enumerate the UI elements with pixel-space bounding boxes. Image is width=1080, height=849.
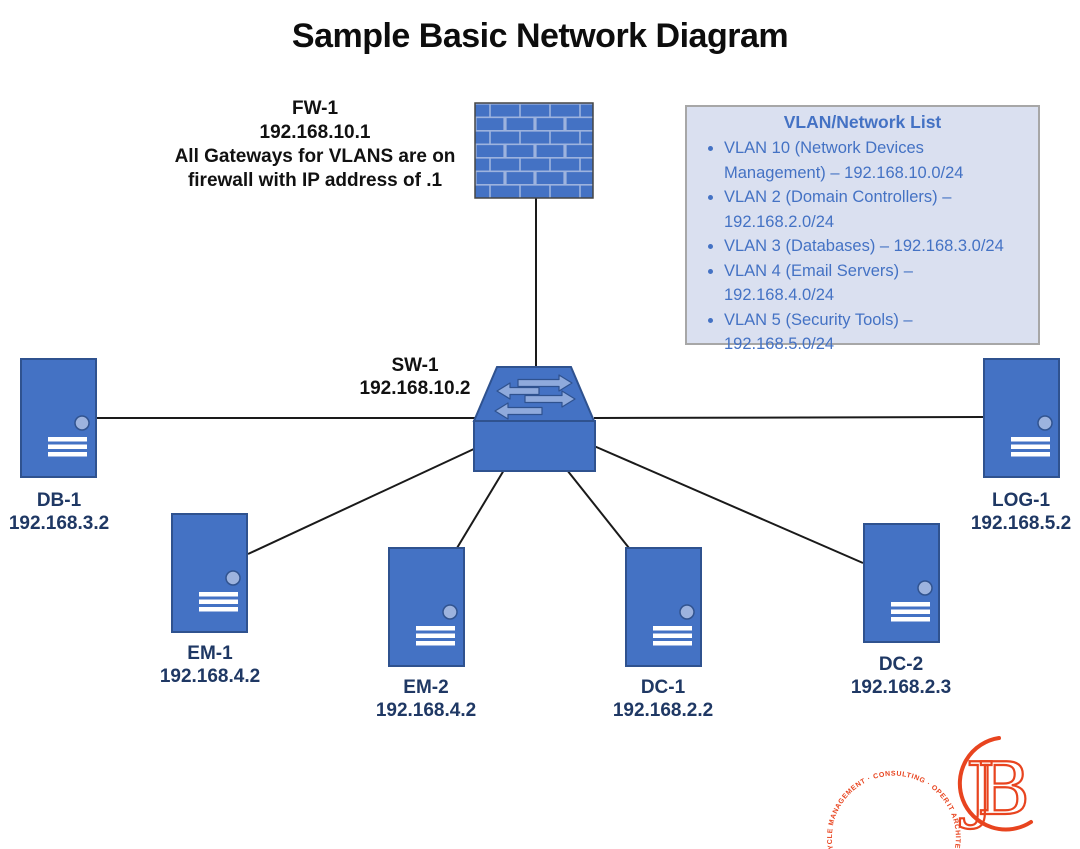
switch-icon [472, 366, 596, 472]
vlan-item: VLAN 5 (Security Tools) – 192.168.5.0/24 [724, 308, 1026, 357]
vlan-item: VLAN 4 (Email Servers) – 192.168.4.0/24 [724, 259, 1026, 308]
server-icon-dc1 [625, 547, 702, 667]
server-name: EM-2 [403, 677, 449, 698]
server-name: EM-1 [187, 643, 233, 664]
server-ip: 192.168.5.2 [970, 513, 1072, 534]
server-label-log1: LOG-1 192.168.5.2 [962, 489, 1080, 535]
network-links [97, 198, 984, 564]
switch-name: SW-1 [391, 355, 439, 376]
switch-label: SW-1 192.168.10.2 [330, 354, 500, 400]
diagram-title: Sample Basic Network Diagram [291, 17, 789, 55]
server-label-dc1: DC-1 192.168.2.2 [604, 676, 722, 722]
vlan-list-items: VLAN 10 (Network Devices Management) – 1… [687, 136, 1038, 357]
server-name: DB-1 [36, 490, 82, 511]
link-sw1-log1 [593, 416, 984, 419]
vlan-list-title: VLAN/Network List [783, 112, 942, 132]
vlan-item: VLAN 2 (Domain Controllers) – 192.168.2.… [724, 185, 1026, 234]
vlan-network-list: VLAN/Network List VLAN 10 (Network Devic… [685, 105, 1040, 353]
switch-ip: 192.168.10.2 [359, 378, 471, 399]
server-icon-log1 [983, 358, 1060, 478]
server-icon-em1 [171, 513, 248, 633]
server-ip: 192.168.3.2 [8, 513, 110, 534]
firewall-name: FW-1 [291, 98, 339, 119]
server-label-em2: EM-2 192.168.4.2 [367, 676, 485, 722]
server-label-em1: EM-1 192.168.4.2 [151, 642, 269, 688]
server-icon-db1 [20, 358, 97, 478]
link-sw1-em1 [247, 447, 477, 555]
server-ip: 192.168.2.2 [612, 700, 714, 721]
link-sw1-dc2 [593, 445, 864, 564]
link-sw1-dc1 [566, 469, 630, 549]
server-icon-em2 [388, 547, 465, 667]
firewall-note: All Gateways for VLANS are on firewall w… [174, 146, 456, 191]
server-label-dc2: DC-2 192.168.2.3 [842, 653, 960, 699]
logo-monogram: JB [959, 747, 1026, 831]
switch-arrows-icon [494, 374, 576, 420]
server-name: DC-2 [878, 654, 924, 675]
server-name: LOG-1 [991, 490, 1051, 511]
server-name: DC-1 [640, 677, 686, 698]
firewall-ip: 192.168.10.1 [259, 122, 371, 143]
vlan-item: VLAN 3 (Databases) – 192.168.3.0/24 [724, 234, 1026, 259]
logo-arc-icon [957, 736, 1033, 832]
vlan-item: VLAN 10 (Network Devices Management) – 1… [724, 136, 1026, 185]
firewall-label: FW-1 192.168.10.1 All Gateways for VLANS… [145, 97, 485, 193]
link-sw1-em2 [456, 469, 505, 549]
server-ip: 192.168.4.2 [159, 666, 261, 687]
server-label-db1: DB-1 192.168.3.2 [0, 489, 118, 535]
server-icon-dc2 [863, 523, 940, 643]
server-ip: 192.168.4.2 [375, 700, 477, 721]
firewall-icon [474, 102, 594, 199]
server-ip: 192.168.2.3 [850, 677, 952, 698]
